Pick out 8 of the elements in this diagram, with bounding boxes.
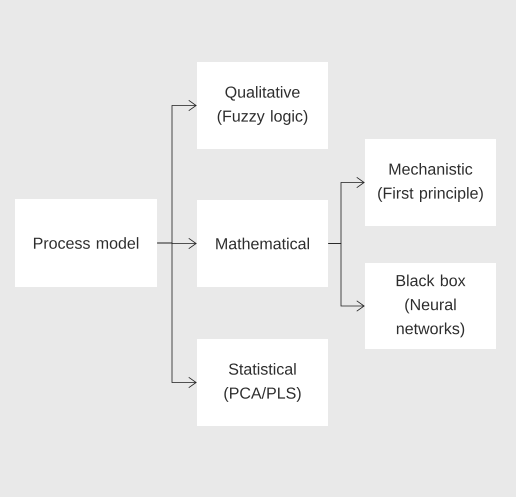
- process-box: Mathematical: [197, 200, 328, 287]
- process-box: Process model: [15, 199, 157, 287]
- arrow: [156, 242, 197, 388]
- process-box: Mechanistic (First principle): [365, 139, 496, 226]
- process-box: Statistical (PCA/PLS): [197, 338, 328, 426]
- arrow: [328, 243, 365, 312]
- process-box: Black box (Neural networks): [365, 263, 496, 349]
- process-box: Qualitative (Fuzzy logic): [197, 62, 328, 149]
